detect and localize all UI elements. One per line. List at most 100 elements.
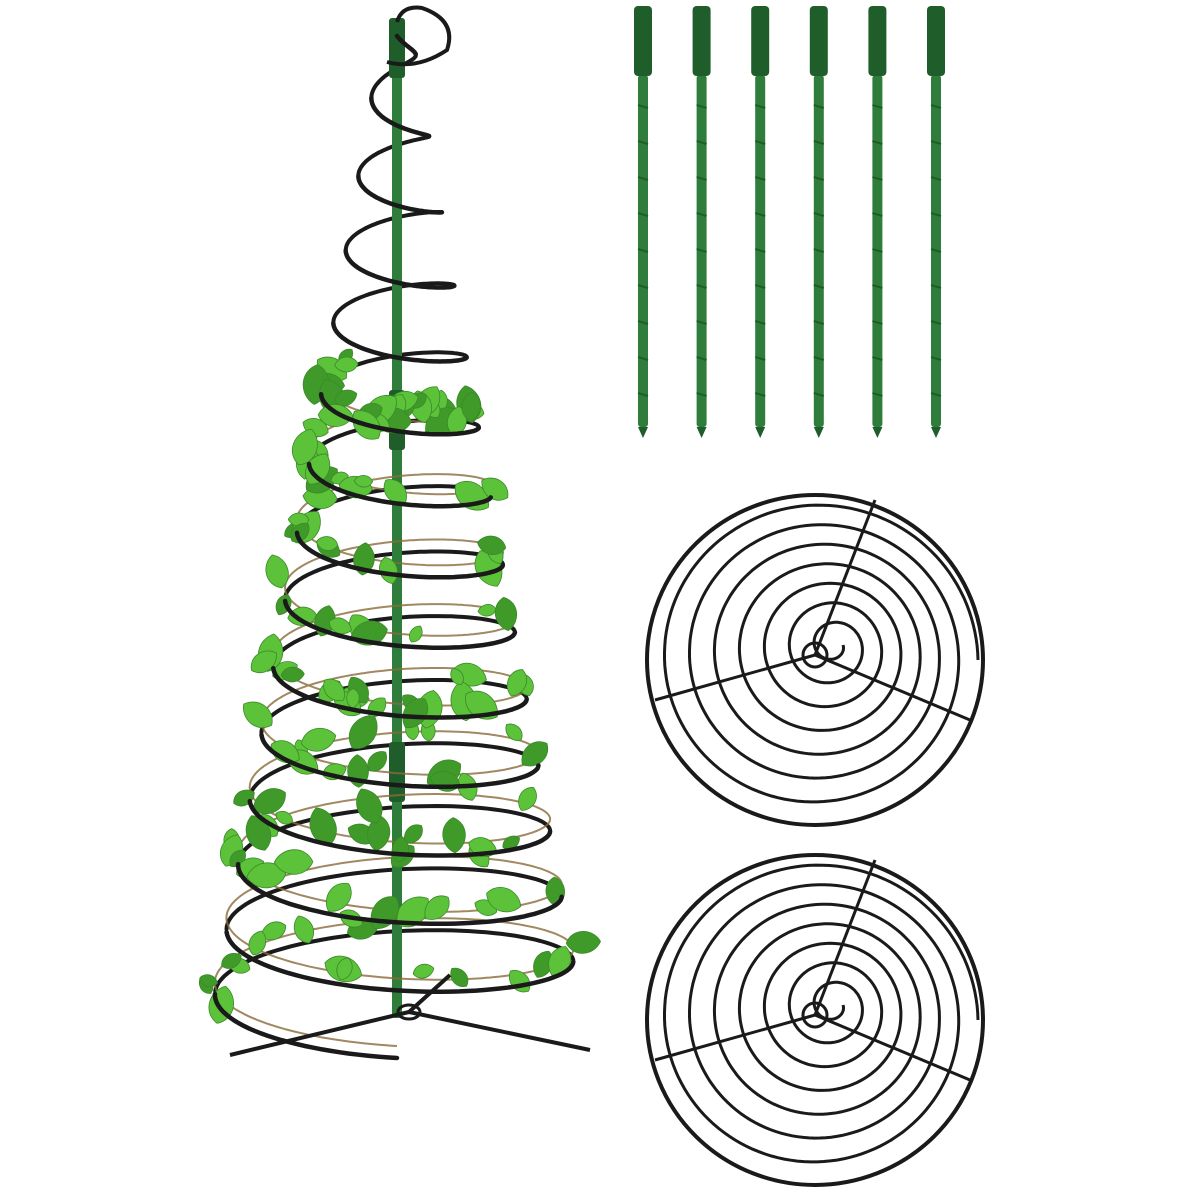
stake-ridge bbox=[696, 320, 707, 325]
leaf bbox=[334, 356, 359, 373]
spiral-segment bbox=[306, 461, 494, 509]
stake bbox=[868, 6, 887, 438]
stake-ridge bbox=[637, 140, 649, 145]
stake-ridge bbox=[637, 248, 649, 253]
climbing-vine bbox=[198, 348, 601, 1047]
leaf bbox=[245, 815, 272, 851]
leaf bbox=[309, 807, 337, 846]
spoke bbox=[229, 1010, 410, 1057]
spiral-wire-front bbox=[212, 33, 576, 1061]
spiral-segment bbox=[356, 173, 445, 215]
stake-tip bbox=[931, 427, 941, 438]
hub bbox=[396, 1003, 422, 1021]
leaf bbox=[328, 617, 352, 635]
stake-cap bbox=[692, 6, 711, 76]
stake-pole bbox=[392, 18, 402, 1018]
spiral-wire bbox=[663, 863, 980, 1164]
stake-ridge bbox=[754, 392, 766, 397]
stake-ridge bbox=[872, 212, 883, 217]
leaf bbox=[323, 678, 345, 702]
leaf bbox=[199, 974, 218, 988]
leaf bbox=[367, 751, 387, 772]
top-hook bbox=[386, 5, 452, 67]
spiral-segment bbox=[394, 33, 418, 57]
leaf bbox=[292, 428, 318, 466]
leaf bbox=[315, 536, 339, 551]
stake-ridge bbox=[930, 248, 942, 253]
stake-ridge bbox=[872, 248, 883, 253]
stake-ridge bbox=[872, 104, 883, 109]
leaf bbox=[486, 887, 522, 913]
loose-stakes bbox=[634, 6, 945, 438]
stake-ridge bbox=[872, 284, 883, 289]
leaf bbox=[265, 554, 289, 589]
stake-tip bbox=[813, 427, 824, 438]
stake-ridge bbox=[754, 284, 766, 289]
stake-ridge bbox=[930, 176, 942, 181]
leaf bbox=[326, 882, 352, 912]
base-spokes bbox=[229, 973, 591, 1057]
stake-ridge bbox=[930, 320, 942, 325]
spiral-segment bbox=[343, 248, 457, 290]
leaf bbox=[248, 930, 267, 956]
spiral-segment bbox=[235, 861, 564, 927]
stake bbox=[927, 6, 945, 438]
leaf bbox=[518, 787, 537, 811]
leaf bbox=[506, 669, 527, 697]
stake-ridge bbox=[754, 356, 766, 361]
leaf bbox=[275, 810, 293, 825]
stake-cap bbox=[809, 6, 828, 76]
spiral-segment bbox=[271, 665, 529, 720]
leaf bbox=[250, 650, 277, 674]
stake-ridge bbox=[754, 140, 766, 145]
stake-ridge bbox=[813, 176, 825, 181]
stake-ridge bbox=[637, 356, 649, 361]
stake-ridge bbox=[813, 212, 825, 217]
stake-ridge bbox=[696, 104, 707, 109]
stake-ridge bbox=[696, 248, 707, 253]
spoke bbox=[408, 1010, 591, 1052]
stake-tip bbox=[638, 427, 648, 438]
stake-ridge bbox=[813, 248, 825, 253]
stake-connector bbox=[389, 18, 405, 78]
leaf bbox=[450, 668, 464, 685]
leaf bbox=[565, 930, 601, 954]
spiral-segment bbox=[212, 991, 400, 1061]
spiral-segment bbox=[247, 798, 553, 858]
spiral-segment bbox=[369, 95, 432, 139]
leaf bbox=[336, 957, 353, 981]
leaf bbox=[300, 727, 337, 752]
leaf bbox=[412, 963, 435, 979]
stake-ridge bbox=[754, 320, 766, 325]
stake-ridge bbox=[813, 104, 825, 109]
spiral-segment bbox=[282, 598, 518, 650]
stake-ridge bbox=[930, 284, 942, 289]
stake-ridge bbox=[637, 176, 649, 181]
stake-ridge bbox=[696, 176, 707, 181]
stake-ridge bbox=[637, 212, 649, 217]
stake-ridge bbox=[872, 176, 883, 181]
spiral-wire bbox=[663, 503, 980, 804]
spiral-ring bbox=[645, 493, 985, 827]
stake-ridge bbox=[930, 140, 942, 145]
spiral-segment bbox=[318, 391, 481, 437]
stake bbox=[692, 6, 711, 438]
stake-ridge bbox=[754, 212, 766, 217]
stake-ridge bbox=[872, 320, 883, 325]
spiral-segment bbox=[294, 530, 505, 580]
stake-ridge bbox=[872, 140, 883, 145]
outer-rim bbox=[645, 493, 985, 827]
leaf bbox=[450, 967, 469, 987]
leaf bbox=[246, 862, 287, 889]
stake-cap bbox=[927, 6, 945, 76]
leaf bbox=[356, 788, 383, 824]
leaf bbox=[521, 741, 549, 767]
leaf bbox=[293, 915, 314, 944]
spoke bbox=[813, 499, 877, 656]
spoke bbox=[654, 653, 816, 702]
stake-cap bbox=[751, 6, 770, 76]
flat-spiral-rings bbox=[645, 493, 985, 1187]
spoke bbox=[814, 1013, 971, 1082]
